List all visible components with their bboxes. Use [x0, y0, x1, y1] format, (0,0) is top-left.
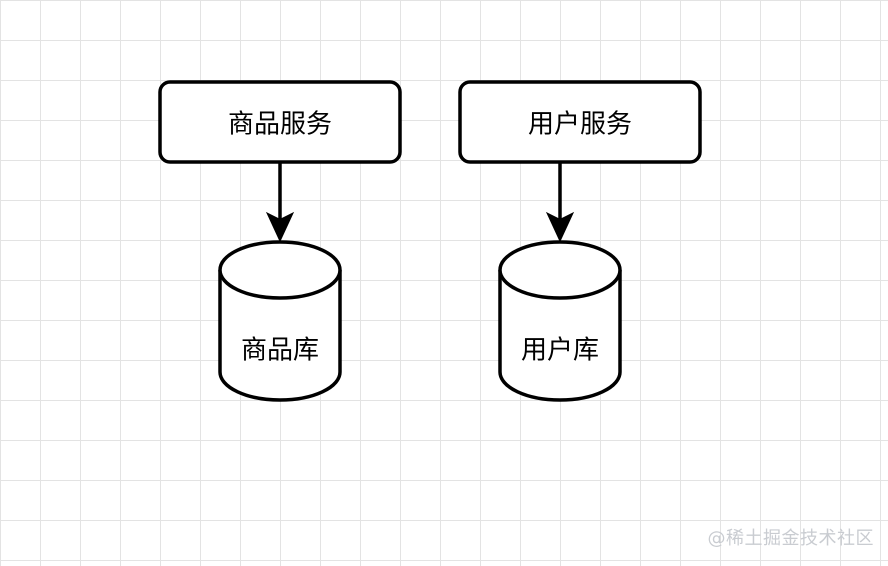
product-service-to-db-arrow [265, 162, 295, 243]
product-service-node[interactable]: 商品服务 [158, 80, 402, 164]
user-db-cylinder-top [498, 240, 622, 300]
watermark-text: @稀土掘金技术社区 [707, 528, 874, 549]
arrow-head [545, 211, 575, 243]
product-db-cylinder-body [218, 270, 342, 402]
user-db-label: 用户库 [521, 336, 599, 366]
user-db-node[interactable]: 用户库 [498, 240, 622, 402]
user-service-node[interactable]: 用户服务 [458, 80, 702, 164]
product-db-node[interactable]: 商品库 [218, 240, 342, 402]
product-db-label: 商品库 [241, 336, 319, 366]
user-service-to-db-arrow [545, 162, 575, 243]
user-service-box [458, 80, 702, 164]
user-service-label: 用户服务 [528, 110, 632, 140]
user-db-cylinder-body [498, 270, 622, 402]
product-db-cylinder-top [218, 240, 342, 300]
arrow-head [265, 211, 295, 243]
product-service-label: 商品服务 [228, 110, 332, 140]
